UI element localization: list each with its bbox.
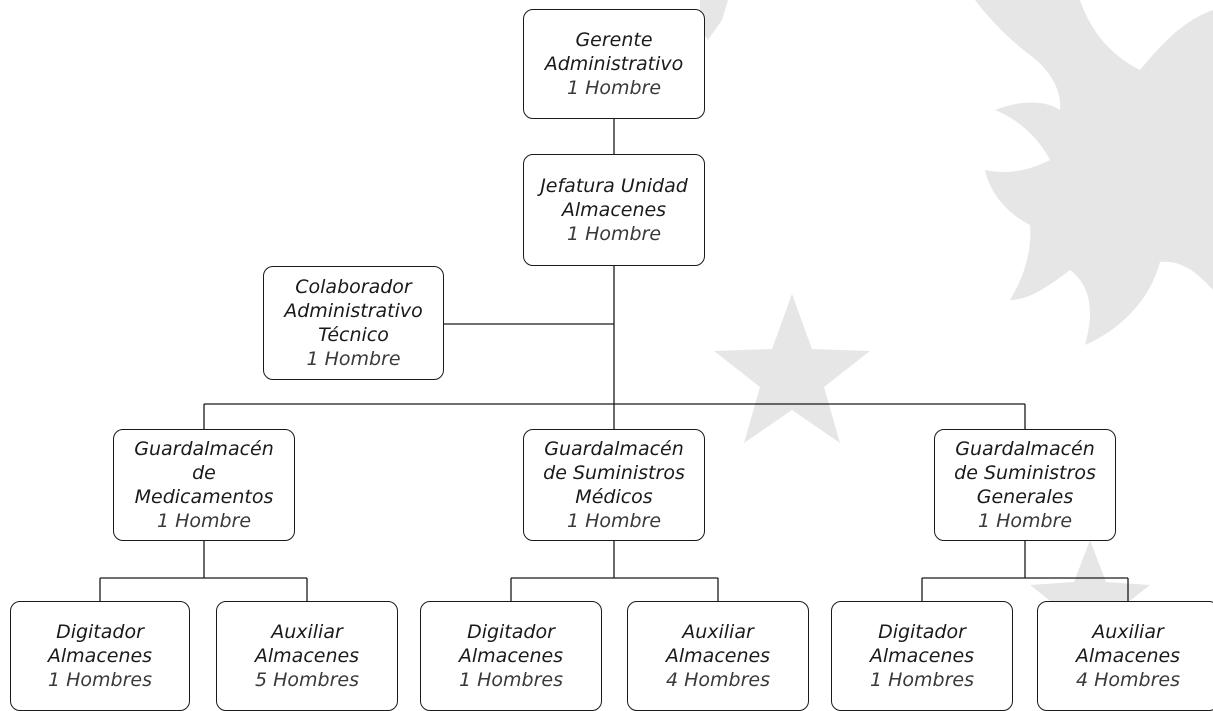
node-count: 1 Hombre (566, 77, 662, 99)
node-count: 1 Hombre (977, 510, 1073, 532)
node-count: 4 Hombres (665, 669, 770, 691)
node-gerente-administrativo: Gerente Administrativo 1 Hombre (523, 9, 705, 119)
watermark-leaf-shape-icon (975, 0, 1213, 345)
node-title: Colaborador Administrativo Técnico (284, 276, 423, 346)
node-title: Guardalmacén de Medicamentos (134, 438, 274, 508)
node-guardalmacen-suministros-medicos: Guardalmacén de Suministros Médicos 1 Ho… (523, 429, 705, 541)
node-title: Guardalmacén de Suministros Generales (954, 438, 1096, 508)
node-digitador-almacenes-1: Digitador Almacenes 1 Hombres (10, 601, 190, 711)
watermark (700, 0, 1213, 656)
node-count: 1 Hombre (566, 510, 662, 532)
node-guardalmacen-suministros-generales: Guardalmacén de Suministros Generales 1 … (934, 429, 1116, 541)
node-title: Digitador Almacenes (458, 621, 564, 667)
node-title: Digitador Almacenes (47, 621, 153, 667)
node-title: Jefatura Unidad Almacenes (540, 175, 688, 221)
node-title: Gerente Administrativo (544, 29, 684, 75)
watermark-star-middle-icon (714, 294, 870, 443)
node-count: 1 Hombres (47, 669, 152, 691)
node-count: 1 Hombres (458, 669, 563, 691)
node-digitador-almacenes-2: Digitador Almacenes 1 Hombres (420, 601, 602, 711)
watermark-star-top-icon (700, 0, 728, 40)
node-count: 5 Hombres (254, 669, 359, 691)
node-guardalmacen-medicamentos: Guardalmacén de Medicamentos 1 Hombre (113, 429, 295, 541)
node-jefatura-unidad-almacenes: Jefatura Unidad Almacenes 1 Hombre (523, 154, 705, 266)
node-count: 1 Hombre (566, 223, 662, 245)
node-count: 1 Hombre (156, 510, 252, 532)
connector-lines (99, 119, 1129, 601)
node-title: Auxiliar Almacenes (665, 621, 771, 667)
node-title: Auxiliar Almacenes (254, 621, 360, 667)
node-digitador-almacenes-3: Digitador Almacenes 1 Hombres (831, 601, 1013, 711)
node-count: 1 Hombres (869, 669, 974, 691)
node-auxiliar-almacenes-2: Auxiliar Almacenes 4 Hombres (627, 601, 809, 711)
node-title: Digitador Almacenes (869, 621, 975, 667)
node-title: Auxiliar Almacenes (1075, 621, 1181, 667)
node-count: 4 Hombres (1075, 669, 1180, 691)
node-auxiliar-almacenes-1: Auxiliar Almacenes 5 Hombres (216, 601, 398, 711)
node-count: 1 Hombre (306, 348, 401, 370)
node-auxiliar-almacenes-3: Auxiliar Almacenes 4 Hombres (1037, 601, 1213, 711)
node-colaborador-administrativo-tecnico: Colaborador Administrativo Técnico 1 Hom… (263, 266, 444, 380)
node-title: Guardalmacén de Suministros Médicos (543, 438, 685, 508)
